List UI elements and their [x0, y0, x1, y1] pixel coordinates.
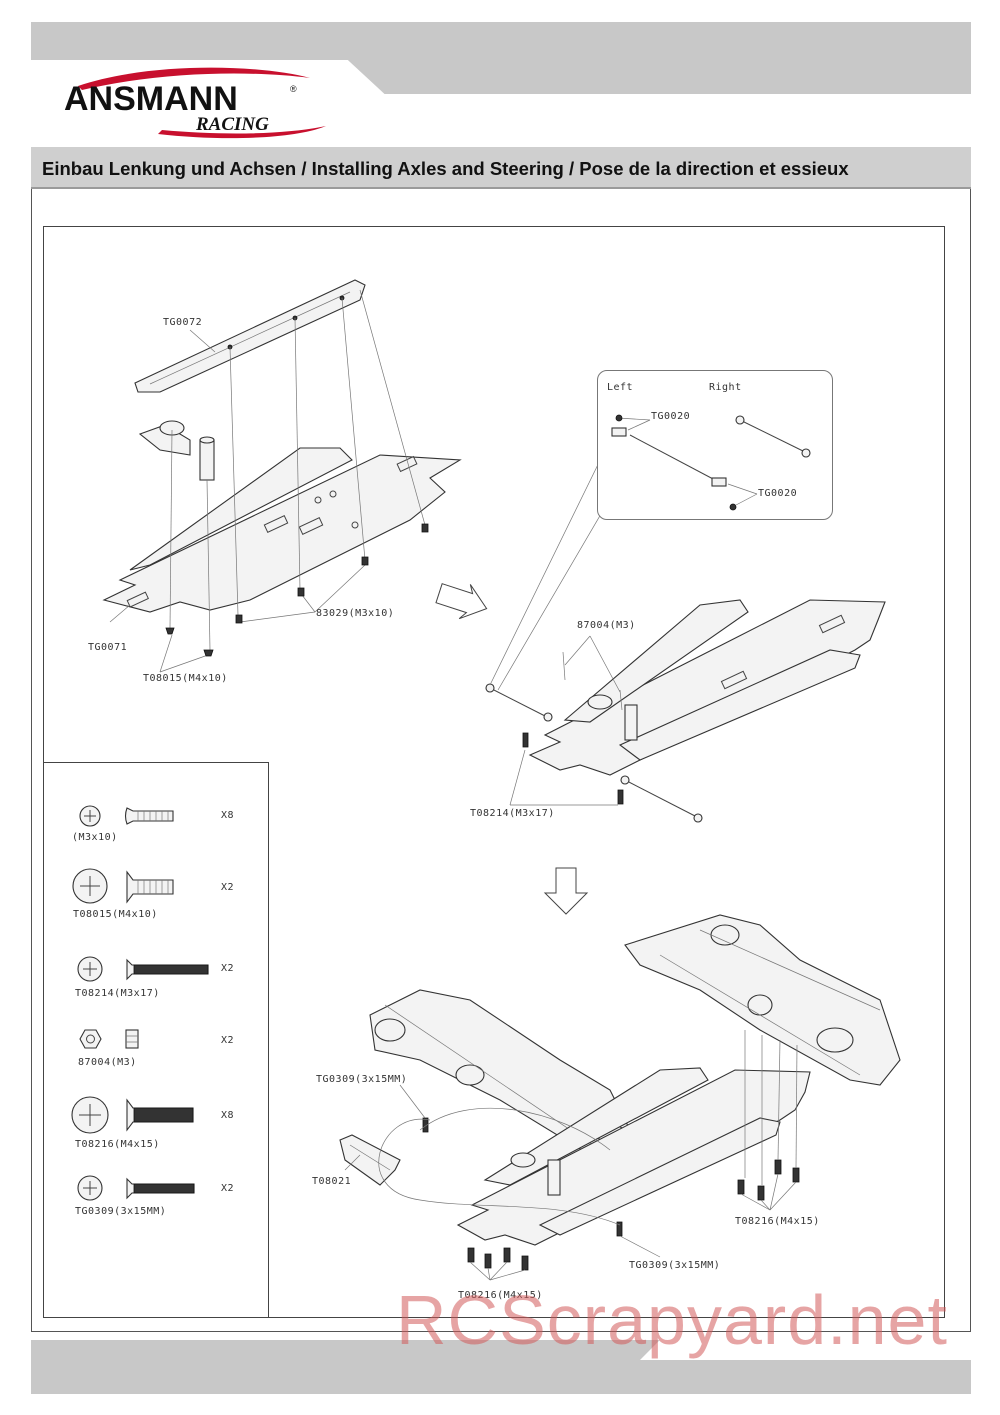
part-code: (M3x10) [72, 832, 118, 843]
instruction-frame [43, 226, 945, 1318]
label-chassis-brace: TG0072 [163, 317, 203, 328]
brand-subline: RACING [195, 114, 269, 135]
countersunk-screw-icon-3x15 [77, 1175, 195, 1201]
steering-rod-detail-callout [597, 370, 833, 520]
countersunk-screw-icon [72, 868, 174, 904]
title-bar: Einbau Lenkung und Achsen / Installing A… [31, 147, 971, 189]
part-row-2: T08015(M4x10) X2 [60, 872, 260, 932]
page-title: Einbau Lenkung und Achsen / Installing A… [42, 158, 849, 179]
footer-band-notch [640, 1340, 971, 1360]
countersunk-screw-icon-m4x15 [71, 1096, 194, 1134]
step1-screws [165, 523, 429, 657]
part-qty: X2 [221, 882, 235, 893]
header-band-notch [31, 60, 391, 100]
label-nut-m3: 87004(M3) [577, 620, 636, 631]
countersunk-screw-icon-m3x17 [77, 956, 209, 982]
part-qty: X8 [221, 1110, 235, 1121]
step-arrow-down [543, 867, 589, 915]
ansmann-logo: ANSMANN ® RACING [58, 64, 338, 144]
label-chassis-plate: TG0071 [88, 642, 128, 653]
part-qty: X8 [221, 810, 235, 821]
label-right: Right [709, 382, 742, 393]
part-row-3: T08214(M3x17) X2 [60, 952, 260, 1012]
watermark: RCScrapyard.net [396, 1281, 948, 1359]
label-screws-m4x15-right: T08216(M4x15) [735, 1216, 820, 1227]
rear-axle-assembly [624, 914, 901, 1086]
label-screw-m3x17: T08214(M3x17) [470, 808, 555, 819]
part-qty: X2 [221, 1183, 235, 1194]
label-rod-end-top: TG0020 [651, 411, 691, 422]
part-code: T08015(M4x10) [73, 909, 158, 920]
outer-frame [31, 189, 971, 1332]
part-row-1: (M3x10) X8 [60, 802, 260, 862]
step-arrow-right [435, 583, 488, 620]
parts-list-box [43, 762, 269, 1318]
registered-mark: ® [290, 84, 297, 94]
label-bumper: T08021 [312, 1176, 352, 1187]
label-rod-end-bottom: TG0020 [758, 488, 798, 499]
part-code: T08214(M3x17) [75, 988, 160, 999]
part-code: T08216(M4x15) [75, 1139, 160, 1150]
label-screw-m4x10: T08015(M4x10) [143, 673, 228, 684]
chassis-plate-1 [102, 447, 462, 613]
lock-nut-icon [79, 1029, 139, 1049]
part-code: TG0309(3x15MM) [75, 1206, 167, 1217]
label-left: Left [607, 382, 634, 393]
label-screw-m3x10: 83029(M3x10) [316, 608, 395, 619]
brand-name: ANSMANN [64, 80, 238, 118]
part-row-5: T08216(M4x15) X8 [60, 1100, 260, 1160]
steering-rods-step2 [485, 439, 703, 823]
label-screw-3x15-bottom: TG0309(3x15MM) [629, 1260, 721, 1271]
chassis-brace-drawing [134, 279, 366, 393]
step1-leader-lines [109, 289, 426, 673]
front-bumper [339, 1134, 401, 1186]
chassis-plate-2 [528, 599, 886, 776]
part-qty: X2 [221, 963, 235, 974]
label-screw-3x15-top: TG0309(3x15MM) [316, 1074, 408, 1085]
step3-screws [344, 1030, 800, 1281]
label-screws-m4x15-front: T08216(M4x15) [458, 1290, 543, 1301]
part-row-4: 87004(M3) X2 [60, 1025, 260, 1085]
pan-head-screw-icon [79, 805, 174, 827]
part-code: 87004(M3) [78, 1057, 137, 1068]
part-row-6: TG0309(3x15MM) X2 [60, 1172, 260, 1232]
part-qty: X2 [221, 1035, 235, 1046]
